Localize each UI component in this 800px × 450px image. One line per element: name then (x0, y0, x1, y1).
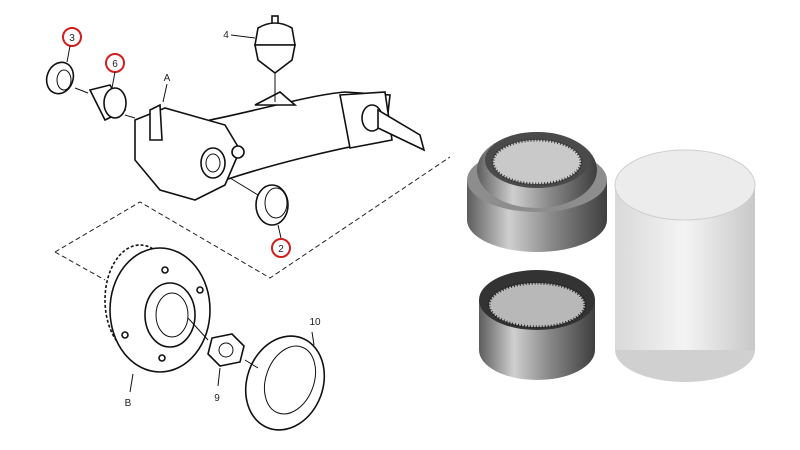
exploded-diagram: 3 6 4 A 2 B 9 10 (45, 15, 451, 431)
callout-3: 3 (69, 33, 75, 44)
callout-B: B (125, 398, 132, 409)
dashed-outline-2 (54, 251, 106, 281)
callout-10: 10 (309, 317, 321, 328)
dashed-outline (54, 156, 451, 279)
trailing-arm (134, 91, 426, 201)
callout-A: A (164, 73, 171, 84)
needle-bearing (479, 270, 595, 380)
callout-4: 4 (223, 30, 229, 41)
sleeve-tube (614, 149, 756, 382)
product-photo (467, 132, 756, 382)
flanged-needle-bearing (467, 132, 607, 252)
callout-9: 9 (214, 393, 220, 404)
hub-disc (104, 244, 211, 393)
callout-6: 6 (112, 59, 118, 70)
callout-3-ring (62, 27, 82, 47)
callout-2-ring (271, 238, 291, 258)
part-10-cap (244, 331, 326, 431)
rubber-mount (254, 15, 296, 102)
callout-2: 2 (278, 244, 284, 255)
part-2-bearing (255, 184, 289, 239)
part-9-nut (207, 333, 245, 387)
part-3-bearing (45, 61, 75, 95)
part-6-sleeve (88, 84, 127, 122)
